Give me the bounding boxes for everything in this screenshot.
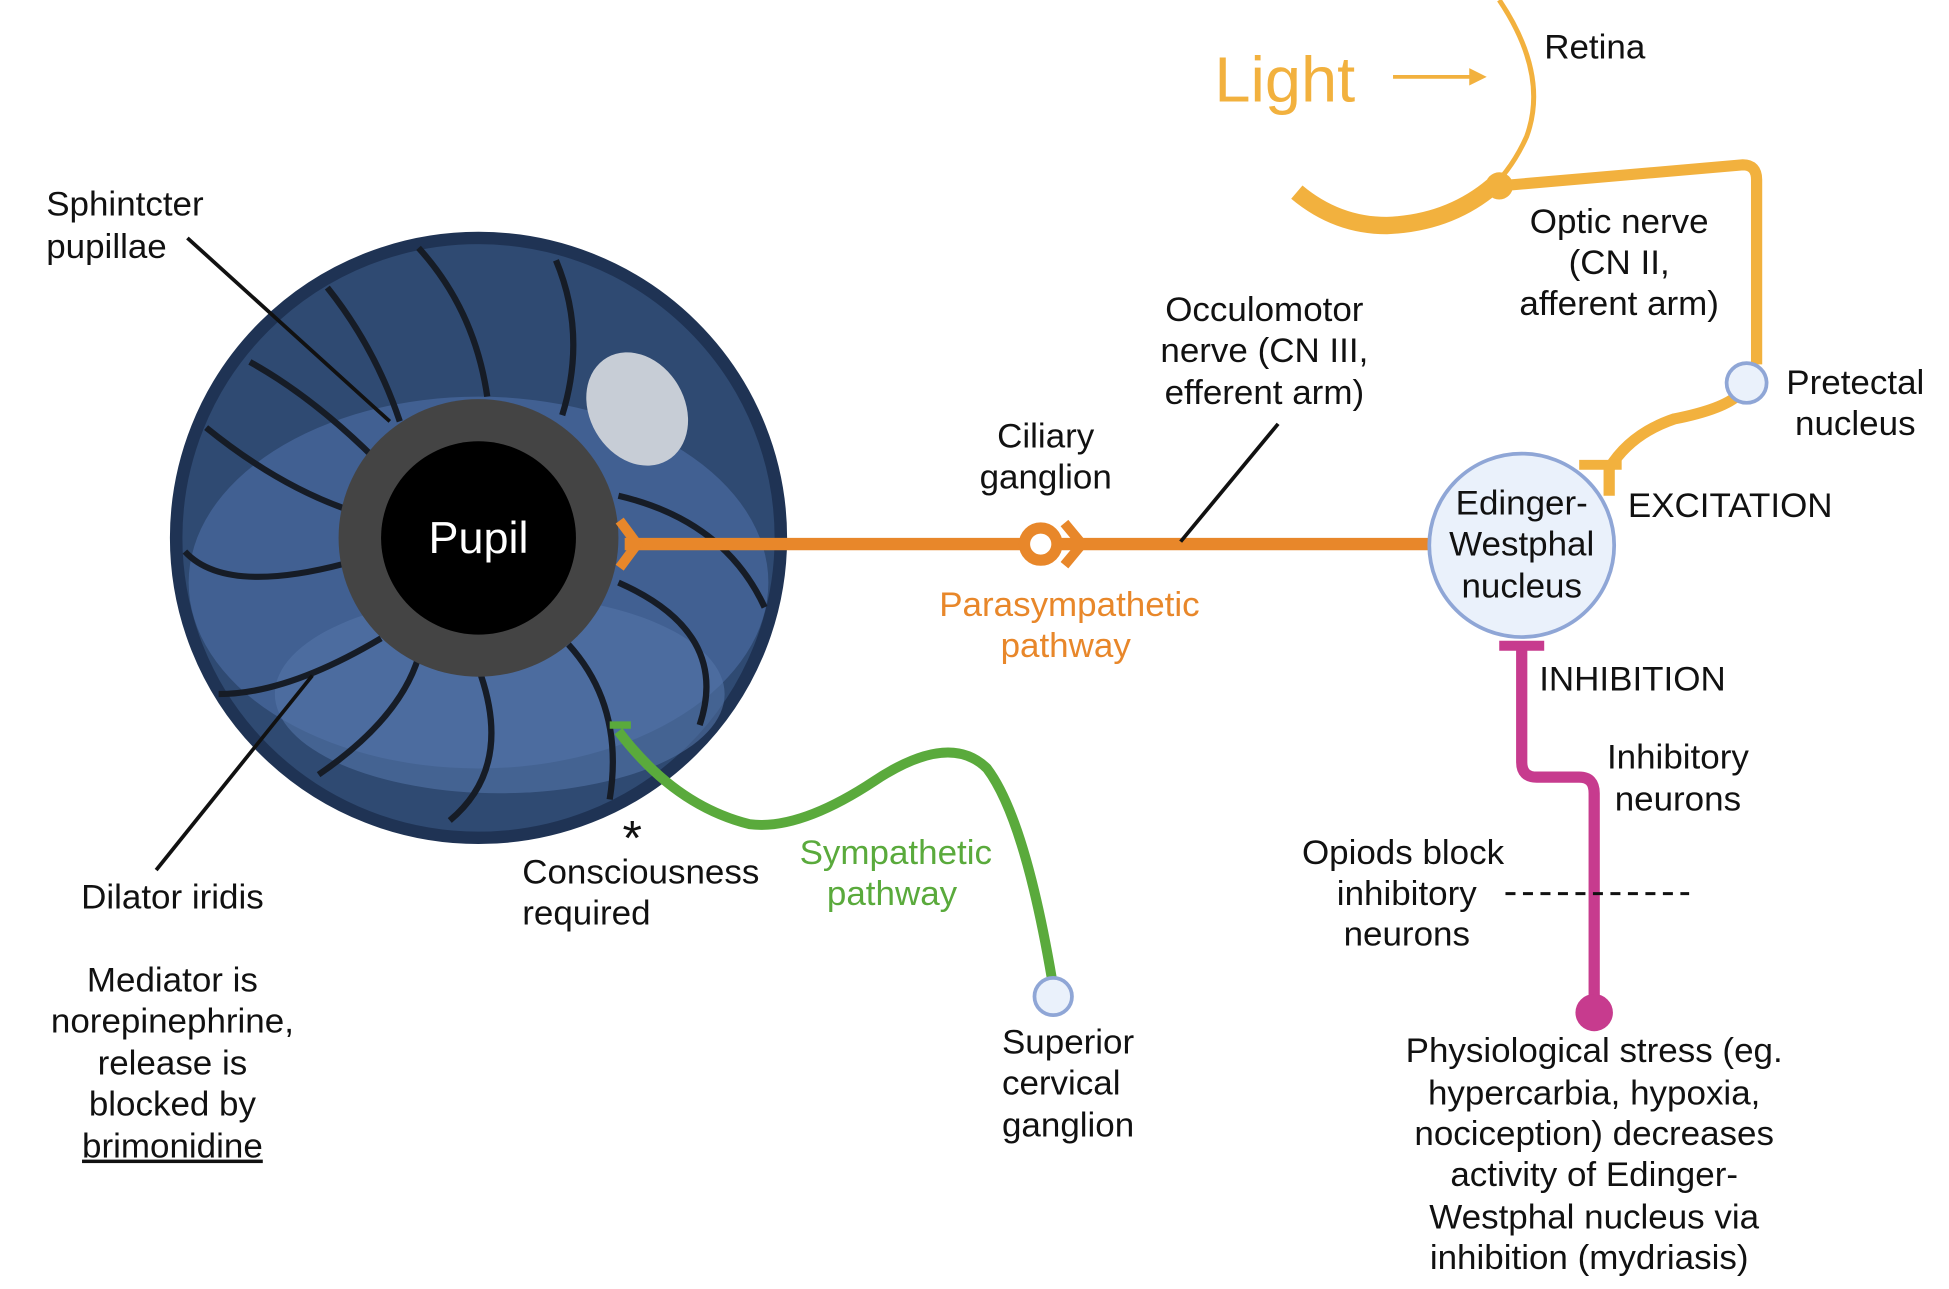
svg-text:efferent arm): efferent arm): [1165, 373, 1365, 412]
retina-label: Retina: [1544, 27, 1646, 66]
parasympathetic-terminal: [615, 517, 644, 571]
svg-text:nucleus: nucleus: [1461, 567, 1582, 606]
svg-text:Mediator is: Mediator is: [87, 961, 258, 1000]
svg-text:ganglion: ganglion: [1002, 1106, 1134, 1145]
sphincter-pointer: [186, 236, 392, 423]
optic-nerve-label: Optic nerve (CN II, afferent arm): [1519, 202, 1719, 323]
svg-text:Superior: Superior: [1002, 1023, 1135, 1062]
dilator-label: Dilator iridis: [81, 878, 264, 917]
svg-text:Occulomotor: Occulomotor: [1165, 290, 1364, 329]
occulomotor-label: Occulomotor nerve (CN III, efferent arm): [1160, 290, 1368, 412]
retina-junction: [1485, 172, 1513, 200]
svg-text:Edinger-: Edinger-: [1456, 483, 1588, 522]
svg-text:afferent arm): afferent arm): [1519, 284, 1719, 323]
edinger-westphal-label: Edinger- Westphal nucleus: [1449, 483, 1594, 605]
superior-cervical-ganglion: [1032, 976, 1074, 1017]
pupil-label: Pupil: [429, 513, 529, 563]
dilator-pointer: [154, 674, 314, 872]
consciousness-label: Consciousness required: [522, 853, 759, 933]
svg-text:Ciliary: Ciliary: [997, 417, 1095, 456]
svg-text:norepinephrine,: norepinephrine,: [51, 1002, 294, 1041]
svg-text:hypercarbia, hypoxia,: hypercarbia, hypoxia,: [1428, 1073, 1760, 1112]
svg-text:pupillae: pupillae: [46, 227, 167, 266]
svg-text:pathway: pathway: [827, 874, 958, 913]
sphincter-label: Sphintcter pupillae: [46, 185, 204, 266]
svg-text:Opiods block: Opiods block: [1302, 833, 1505, 872]
inhibitory-neuron-path: [1516, 646, 1600, 1011]
svg-text:inhibitory: inhibitory: [1337, 874, 1478, 913]
stress-source: [1575, 994, 1613, 1032]
svg-text:required: required: [522, 894, 650, 933]
ciliary-label: Ciliary ganglion: [980, 417, 1112, 497]
edinger-westphal-nucleus: [1427, 451, 1617, 639]
occulomotor-pointer: [1179, 422, 1280, 543]
svg-text:Westphal: Westphal: [1449, 524, 1594, 563]
inhibition-label: INHIBITION: [1539, 659, 1726, 698]
svg-text:Consciousness: Consciousness: [522, 853, 759, 892]
svg-text:Inhibitory: Inhibitory: [1607, 738, 1749, 777]
mediator-note: Mediator is norepinephrine, release is b…: [51, 961, 294, 1166]
stress-label: Physiological stress (eg. hypercarbia, h…: [1406, 1031, 1783, 1277]
svg-text:activity of Edinger-: activity of Edinger-: [1450, 1155, 1738, 1194]
opioids-label: Opiods block inhibitory neurons: [1302, 833, 1505, 954]
svg-text:nociception) decreases: nociception) decreases: [1414, 1114, 1774, 1153]
svg-text:Sphintcter: Sphintcter: [46, 185, 204, 224]
pretectal-nucleus: [1724, 361, 1769, 405]
sympathetic-nerve: [614, 728, 1057, 980]
svg-text:neurons: neurons: [1344, 915, 1470, 954]
svg-text:blocked by: blocked by: [89, 1085, 257, 1124]
svg-text:pathway: pathway: [1001, 626, 1132, 665]
optic-nerve-path: [1498, 159, 1763, 365]
ciliary-ganglion: [1018, 519, 1089, 569]
sympathetic-label: Sympathetic pathway: [800, 833, 992, 913]
svg-text:Sympathetic: Sympathetic: [800, 833, 992, 872]
svg-text:release is: release is: [98, 1044, 248, 1083]
svg-text:brimonidine: brimonidine: [82, 1127, 263, 1166]
pretectal-to-ew-path: [1603, 389, 1744, 496]
svg-text:nucleus: nucleus: [1795, 404, 1916, 443]
svg-text:Physiological stress (eg.: Physiological stress (eg.: [1406, 1031, 1783, 1070]
excitation-label: EXCITATION: [1628, 486, 1833, 525]
svg-text:Westphal nucleus via: Westphal nucleus via: [1429, 1197, 1759, 1236]
svg-text:nerve (CN III,: nerve (CN III,: [1160, 331, 1368, 370]
iris: [169, 231, 788, 845]
light-label: Light: [1214, 43, 1355, 116]
svg-text:ganglion: ganglion: [980, 457, 1112, 496]
pretectal-label: Pretectal nucleus: [1786, 363, 1924, 443]
superior-cervical-label: Superior cervical ganglion: [1002, 1023, 1135, 1145]
light-arrow-icon: [1393, 68, 1487, 86]
svg-text:(CN II,: (CN II,: [1569, 243, 1670, 282]
svg-text:Parasympathetic: Parasympathetic: [939, 585, 1199, 624]
asterisk-marker: *: [622, 810, 641, 866]
svg-text:cervical: cervical: [1002, 1064, 1121, 1103]
inhibitory-neurons-label: Inhibitory neurons: [1607, 738, 1749, 819]
svg-text:neurons: neurons: [1615, 780, 1741, 819]
parasympathetic-label: Parasympathetic pathway: [939, 585, 1199, 665]
svg-text:inhibition (mydriasis): inhibition (mydriasis): [1430, 1238, 1749, 1277]
svg-text:Optic nerve: Optic nerve: [1530, 202, 1709, 241]
svg-text:Pretectal: Pretectal: [1786, 363, 1924, 402]
